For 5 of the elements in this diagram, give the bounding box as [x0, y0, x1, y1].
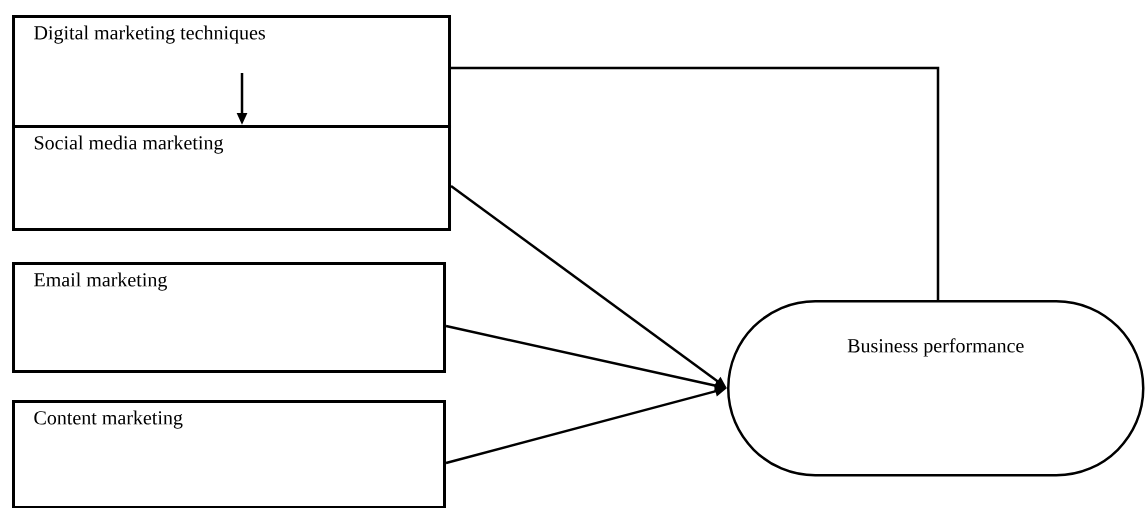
process-box: Content marketing: [12, 400, 446, 508]
process-box: Email marketing: [12, 262, 446, 373]
connector-line: [451, 66, 940, 300]
process-box: Social media marketing: [12, 125, 451, 231]
process-box: Digital marketing techniques: [12, 15, 451, 128]
